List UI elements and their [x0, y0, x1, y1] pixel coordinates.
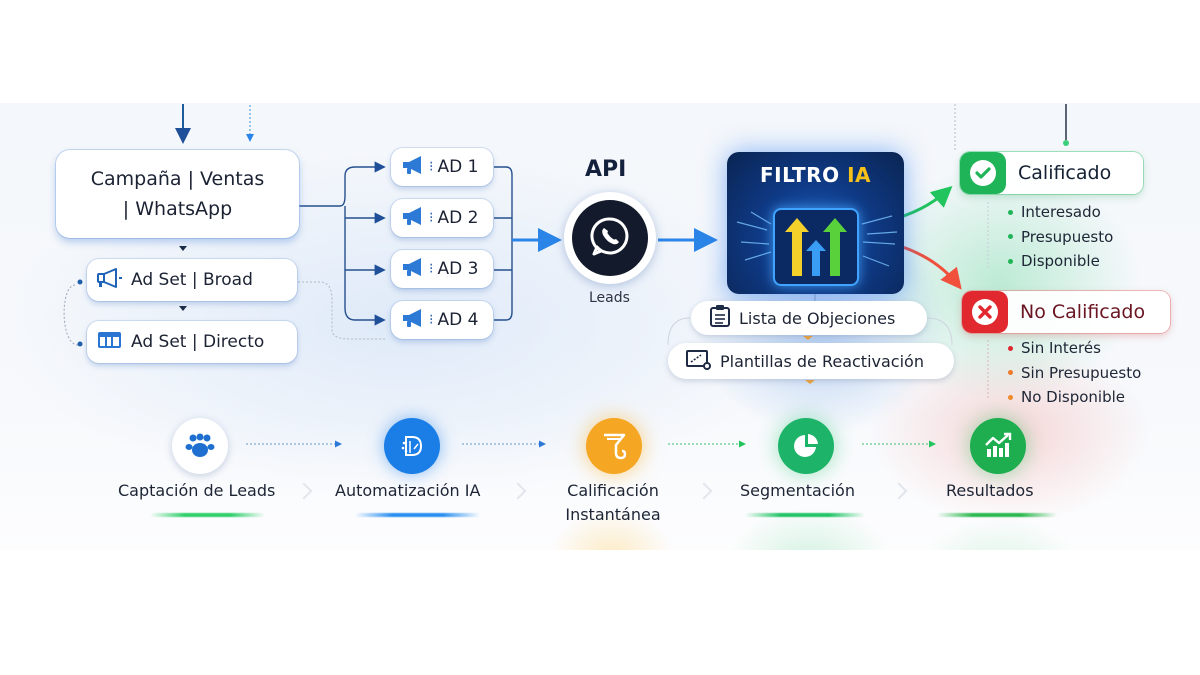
- growth-chart-icon: [970, 418, 1026, 474]
- campaign-line-2: | WhatsApp: [122, 198, 233, 220]
- list-item: Sin Interés: [1008, 336, 1141, 361]
- ai-filter-title-main: FILTRO: [760, 163, 840, 187]
- browser-window-icon: [97, 330, 123, 355]
- criteria-text: No Disponible: [1021, 388, 1125, 406]
- pie-chart-icon: [778, 418, 834, 474]
- ad-1-card[interactable]: ⁝ AD 1: [391, 148, 493, 186]
- step-accent-bar: [150, 513, 265, 517]
- megaphone-icon: [401, 308, 425, 333]
- data-streaks: [736, 211, 898, 267]
- ad-4-label: AD 4: [437, 310, 479, 330]
- ad-2-label: AD 2: [437, 208, 479, 228]
- ad-3-label: AD 3: [437, 259, 479, 279]
- list-item: Sin Presupuesto: [1008, 361, 1141, 386]
- leads-caption: Leads: [589, 290, 630, 306]
- criteria-text: Sin Presupuesto: [1021, 363, 1142, 382]
- check-icon: [960, 152, 1006, 194]
- adset-broad-card[interactable]: Ad Set | Broad: [87, 259, 297, 301]
- reactivation-templates-label: Plantillas de Reactivación: [720, 351, 924, 371]
- ad-1-label: AD 1: [437, 157, 479, 177]
- funnel-icon: [586, 418, 642, 474]
- step-accent-bar: [355, 513, 480, 517]
- campaign-card[interactable]: Campaña | Ventas | WhatsApp: [56, 150, 299, 238]
- criteria-text: Sin Interés: [1021, 339, 1101, 357]
- ad-4-card[interactable]: ⁝ AD 4: [391, 301, 493, 339]
- arrows-up-icon: [773, 208, 859, 286]
- people-icon: [172, 418, 228, 474]
- step-label-line-2: Instantánea: [565, 505, 661, 524]
- not-qualified-criteria-list: Sin Interés Sin Presupuesto No Disponibl…: [1008, 336, 1141, 410]
- campaign-line-1: Campaña | Ventas: [90, 168, 265, 190]
- adset-broad-label: Ad Set | Broad: [131, 270, 253, 290]
- adset-directo-label: Ad Set | Directo: [131, 332, 265, 352]
- template-icon: [686, 348, 712, 374]
- separator: ⁝: [429, 312, 434, 328]
- step-accent-bar: [745, 513, 865, 517]
- qualified-criteria-list: Interesado Presupuesto Disponible: [1008, 200, 1113, 274]
- criteria-text: Interesado: [1021, 203, 1101, 221]
- whatsapp-icon: [588, 214, 632, 262]
- step-label: Captación de Leads: [118, 481, 276, 500]
- adset-directo-card[interactable]: Ad Set | Directo: [87, 321, 297, 363]
- list-item: Disponible: [1008, 249, 1113, 274]
- not-qualified-label: No Calificado: [1020, 301, 1146, 323]
- step-accent-bar: [937, 513, 1057, 517]
- ai-filter-title-accent: IA: [847, 163, 871, 187]
- ad-3-card[interactable]: ⁝ AD 3: [391, 250, 493, 288]
- objections-list-pill[interactable]: Lista de Objeciones: [691, 301, 927, 335]
- not-qualified-status[interactable]: No Calificado: [962, 291, 1170, 333]
- x-icon: [962, 291, 1008, 333]
- separator: ⁝: [429, 159, 434, 175]
- separator: ⁝: [429, 210, 434, 226]
- ai-filter-title: FILTRO IA: [727, 163, 904, 187]
- list-item: No Disponible: [1008, 385, 1141, 410]
- separator: ⁝: [429, 261, 434, 277]
- objections-list-label: Lista de Objeciones: [739, 308, 896, 328]
- megaphone-icon: [401, 155, 425, 180]
- megaphone-icon: [401, 206, 425, 231]
- clipboard-icon: [709, 304, 731, 332]
- list-item: Interesado: [1008, 200, 1113, 225]
- step-label: Automatización IA: [335, 481, 481, 500]
- reactivation-templates-pill[interactable]: Plantillas de Reactivación: [668, 343, 954, 379]
- api-title: API: [585, 157, 627, 182]
- list-item: Presupuesto: [1008, 225, 1113, 250]
- criteria-text: Presupuesto: [1021, 227, 1114, 246]
- megaphone-icon: [97, 267, 123, 293]
- whatsapp-api-node[interactable]: [564, 192, 656, 284]
- step-label: Segmentación: [740, 481, 855, 500]
- qualified-status[interactable]: Calificado: [960, 152, 1143, 194]
- step-label: Calificación Instantánea: [557, 479, 669, 527]
- criteria-text: Disponible: [1021, 252, 1100, 270]
- step-label-line-1: Calificación: [567, 481, 659, 500]
- qualified-label: Calificado: [1018, 162, 1112, 184]
- megaphone-icon: [401, 257, 425, 282]
- ad-2-card[interactable]: ⁝ AD 2: [391, 199, 493, 237]
- ai-brain-icon: [384, 418, 440, 474]
- step-label: Resultados: [946, 481, 1034, 500]
- ai-filter-card[interactable]: FILTRO IA: [727, 152, 904, 294]
